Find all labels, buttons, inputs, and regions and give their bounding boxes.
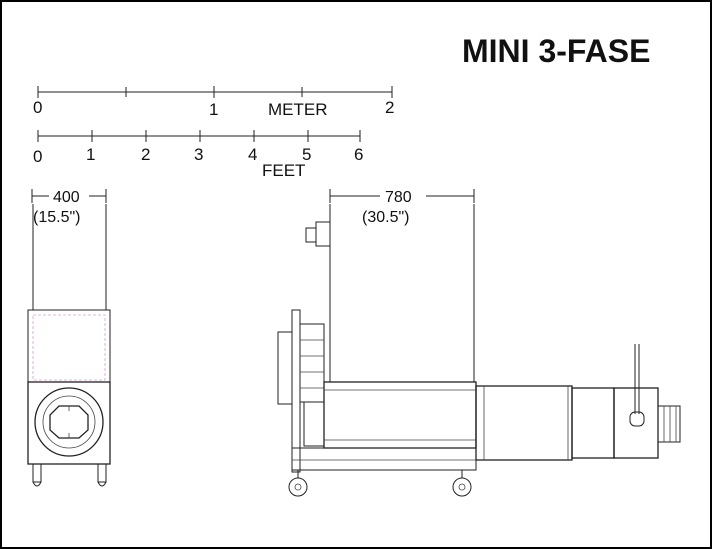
drawing-title: MINI 3-FASE	[462, 33, 650, 69]
side-length-in: (30.5")	[362, 209, 409, 226]
side-length-mm: 780	[385, 189, 412, 206]
meter-tick-2: 2	[385, 98, 394, 117]
feet-tick-2: 2	[141, 145, 150, 164]
meter-tick-0: 0	[33, 98, 42, 117]
side-view: 780 (30.5")	[277, 186, 681, 497]
front-width-in: (15.5")	[33, 209, 80, 226]
feet-tick-0: 0	[33, 147, 42, 166]
meter-scale: 0 1 2 METER	[33, 86, 394, 119]
meter-unit-label: METER	[268, 100, 328, 119]
feet-tick-4: 4	[248, 145, 257, 164]
feet-unit-label: FEET	[262, 161, 305, 180]
feet-tick-6: 6	[354, 145, 363, 164]
feet-scale: 0 1 2 3 4 5 6 FEET	[33, 130, 363, 180]
meter-tick-1: 1	[209, 100, 218, 119]
front-width-mm: 400	[53, 189, 80, 206]
feet-tick-5: 5	[302, 145, 311, 164]
feet-tick-3: 3	[194, 145, 203, 164]
feet-tick-1: 1	[86, 145, 95, 164]
front-view: 400 (15.5")	[27, 186, 111, 487]
